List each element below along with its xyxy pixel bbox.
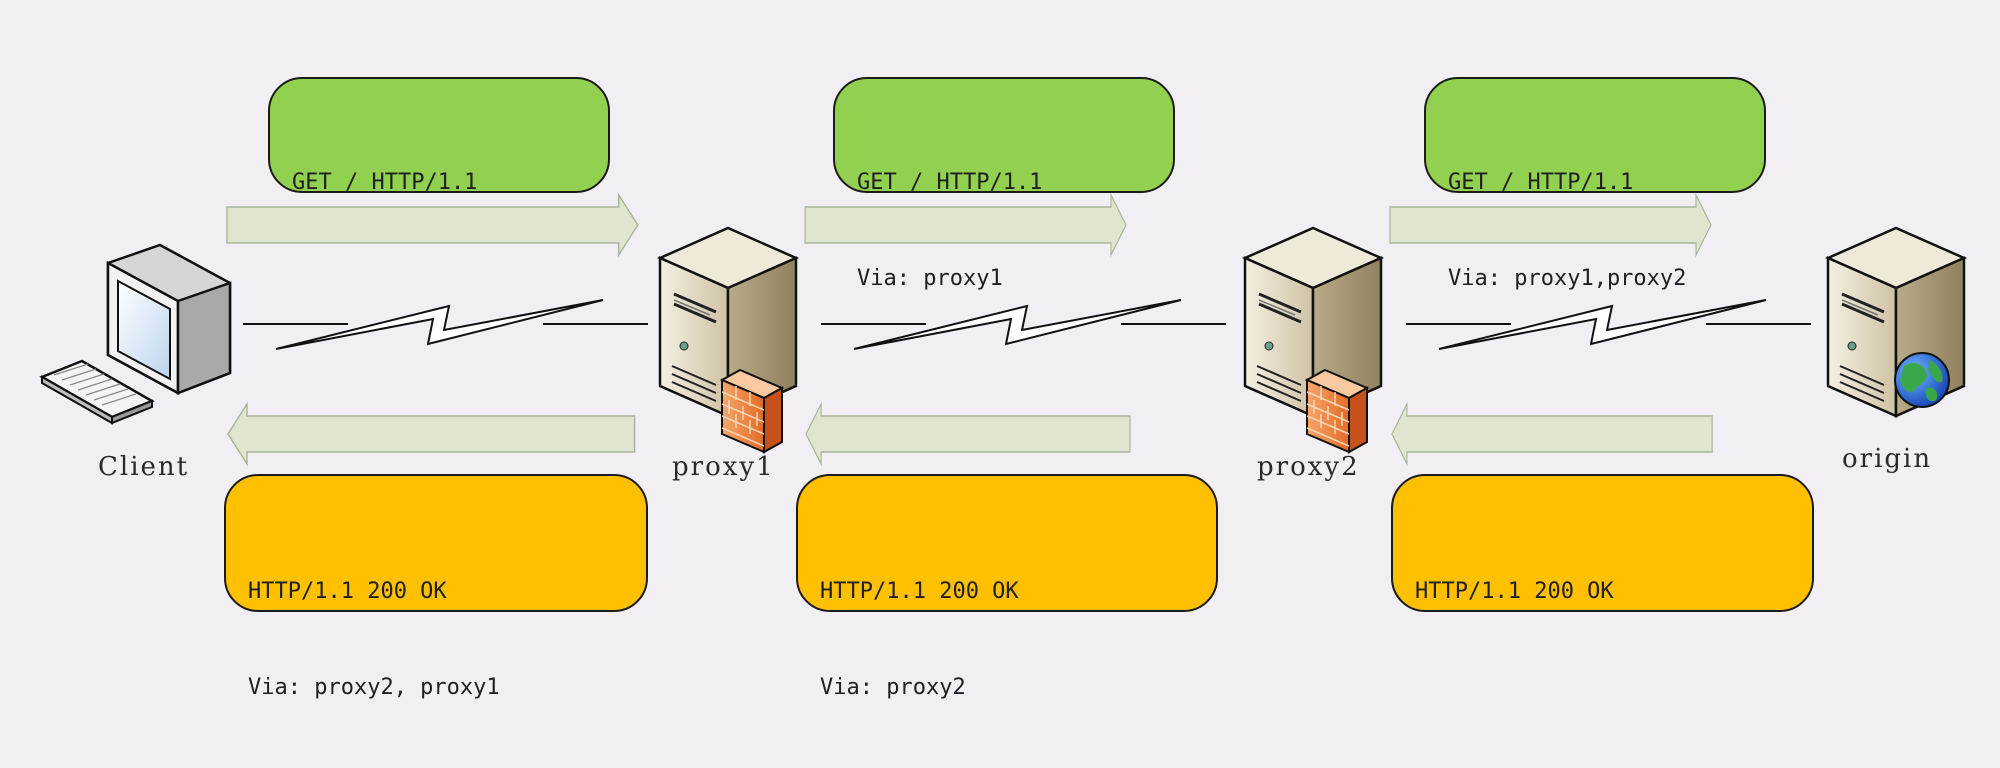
response-arrow-3 <box>1391 403 1713 465</box>
via-header: Via: proxy2 <box>820 675 966 700</box>
node-label-client: Client <box>98 452 190 482</box>
response-arrow-2 <box>805 403 1131 465</box>
node-label-proxy1: proxy1 <box>672 452 775 482</box>
origin-server-icon <box>1826 226 1966 418</box>
response-box-2: HTTP/1.1 200 OK Via: proxy2 <box>796 474 1218 700</box>
via-header: Via: proxy1,proxy2 <box>1448 266 1687 291</box>
request-box-1: GET / HTTP/1.1 <box>268 77 610 195</box>
via-header <box>1415 672 1790 704</box>
proxy2-server-icon <box>1243 226 1383 453</box>
response-box-3: HTTP/1.1 200 OK <box>1391 474 1814 612</box>
diagram-canvas <box>39 194 1966 465</box>
via-header: Via: proxy2, proxy1 <box>248 675 500 700</box>
request-box-2: GET / HTTP/1.1 Via: proxy1 <box>833 77 1175 291</box>
via-header <box>292 263 586 295</box>
via-header: Via: proxy1 <box>857 266 1003 291</box>
status-line: HTTP/1.1 200 OK <box>820 579 1019 604</box>
node-label-proxy2: proxy2 <box>1257 452 1360 482</box>
proxy1-server-icon <box>658 226 798 453</box>
status-line: HTTP/1.1 200 OK <box>248 579 447 604</box>
desktop-computer-icon <box>39 243 232 425</box>
request-box-3: GET / HTTP/1.1 Via: proxy1,proxy2 <box>1424 77 1766 291</box>
globe-icon <box>1894 352 1950 408</box>
response-box-1: HTTP/1.1 200 OK Via: proxy2, proxy1 <box>224 474 648 700</box>
request-line: GET / HTTP/1.1 <box>292 170 478 195</box>
request-line: GET / HTTP/1.1 <box>1448 170 1634 195</box>
status-line: HTTP/1.1 200 OK <box>1415 579 1614 604</box>
node-label-origin: origin <box>1842 444 1933 474</box>
request-line: GET / HTTP/1.1 <box>857 170 1043 195</box>
http-via-diagram: GET / HTTP/1.1 GET / HTTP/1.1 Via: proxy… <box>39 77 1966 700</box>
response-arrow-1 <box>227 403 636 465</box>
